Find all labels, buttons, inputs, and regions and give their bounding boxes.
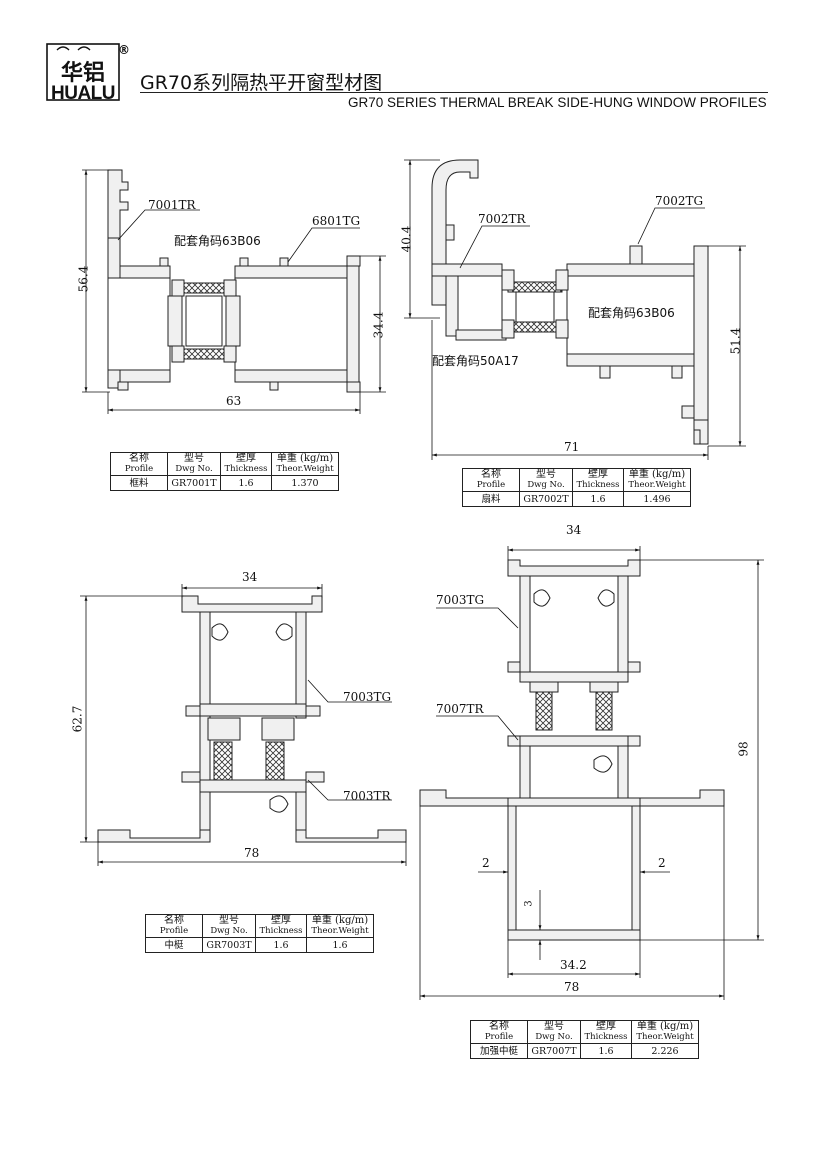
mullion-label-7003TR: 7003TR	[343, 789, 391, 803]
sash-label-7002TG: 7002TG	[655, 194, 704, 208]
reinforced-dimensions	[419, 546, 764, 1000]
logo-chinese: 华铝	[60, 61, 105, 86]
frame-corner-note: 配套角码63B06	[174, 234, 261, 248]
logo-mark	[46, 43, 120, 101]
table-row: 加强中梃 GR7007T 1.6 2.226	[470, 1043, 699, 1059]
sash-label-7002TR: 7002TR	[478, 212, 526, 226]
reinforced-label-7007TR: 7007TR	[436, 702, 484, 716]
frame-profile-drawing	[107, 169, 361, 393]
reinforced-label-7003TG: 7003TG	[436, 593, 485, 607]
table-row: 框料 GR7001T 1.6 1.370	[110, 475, 339, 491]
mullion-dim-width: 78	[244, 846, 260, 860]
mullion-dim-top: 34	[242, 570, 258, 584]
mullion-dimensions	[80, 584, 407, 866]
reinforced-dim-wall-left: 2	[482, 856, 490, 870]
sash-corner-note-63B06: 配套角码63B06	[588, 306, 675, 320]
logo-english: HUALU	[51, 83, 116, 104]
page-title-chinese: GR70系列隔热平开窗型材图	[140, 72, 383, 94]
reinforced-dim-inner: 34.2	[560, 958, 587, 972]
reinforced-dim-width: 78	[564, 980, 580, 994]
frame-dimensions	[82, 169, 386, 414]
frame-dim-inner: 34.4	[371, 311, 386, 339]
registered-mark: ®	[118, 43, 130, 57]
frame-dim-width: 63	[226, 394, 242, 408]
mullion-label-7003TG: 7003TG	[343, 690, 392, 704]
table-row: 扇料 GR7002T 1.6 1.496	[462, 491, 691, 507]
reinforced-dim-top: 34	[566, 523, 582, 537]
reinforced-dim-height: 98	[736, 741, 751, 757]
frame-dim-height: 56.4	[76, 265, 91, 293]
sash-dimensions	[404, 159, 746, 460]
table-row: 中梃 GR7003T 1.6 1.6	[145, 937, 374, 953]
frame-label-6801TG: 6801TG	[312, 214, 361, 228]
sash-dim-height: 51.4	[728, 327, 743, 355]
page-title-english: GR70 SERIES THERMAL BREAK SIDE-HUNG WIND…	[348, 95, 767, 110]
reinforced-dim-wall-right: 2	[658, 856, 666, 870]
reinforced-dim-bottom-wall: 3	[523, 900, 535, 907]
sash-corner-note-50A17: 配套角码50A17	[432, 354, 519, 368]
mullion-dim-height: 62.7	[70, 705, 85, 733]
mullion-profile-drawing	[97, 595, 407, 843]
title-rule	[140, 92, 768, 93]
sash-dim-width: 71	[564, 440, 580, 454]
sash-profile-drawing	[431, 159, 709, 445]
frame-label-7001TR: 7001TR	[148, 198, 196, 212]
reinforced-profile-drawing	[419, 559, 725, 941]
sash-dim-top: 40.4	[399, 225, 414, 253]
